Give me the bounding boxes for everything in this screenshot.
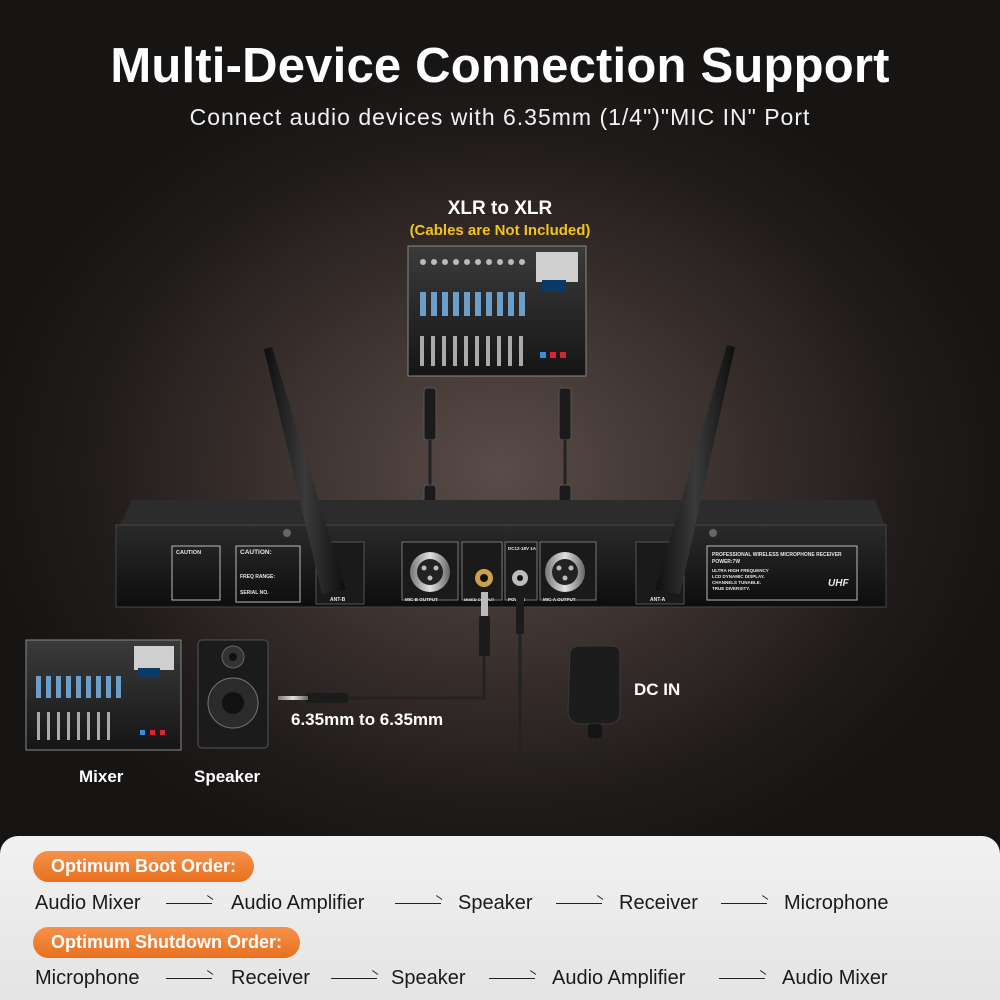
arrow-icon [556, 903, 602, 904]
page-title: Multi-Device Connection Support [110, 39, 890, 93]
spec-line-4: TRUE DIVERSITY. [712, 586, 750, 591]
mixed-output-label: MIXED OUTPUT [464, 597, 495, 602]
arrow-icon [166, 978, 212, 979]
shutdown-step-3: Speaker [391, 967, 466, 989]
caution-title: CAUTION [176, 550, 201, 556]
boot-step-5: Microphone [784, 892, 889, 914]
cables-note: (Cables are Not Included) [409, 222, 591, 239]
page-subtitle: Connect audio devices with 6.35mm (1/4")… [189, 104, 811, 130]
antenna-right [655, 345, 735, 594]
jack-cable-label: 6.35mm to 6.35mm [291, 710, 444, 729]
freq-range-label: FREQ RANGE: [240, 574, 275, 580]
serial-label: SERIAL NO. [240, 590, 269, 596]
spec-line-3: CHANNELS TUNABLE. [712, 580, 761, 585]
mixer-device [25, 639, 182, 751]
boot-order-row: Audio Mixer Audio Amplifier Speaker Rece… [35, 892, 1000, 918]
antenna-left [264, 347, 346, 594]
shutdown-order-title: Optimum Shutdown Order: [33, 927, 300, 958]
shutdown-step-1: Microphone [35, 967, 140, 989]
arrow-icon [395, 903, 441, 904]
mixer-label: Mixer [79, 767, 124, 786]
arrow-icon [489, 978, 535, 979]
arrow-icon [721, 903, 767, 904]
spec-line-1: ULTRA HIGH FREQUENCY [712, 568, 769, 573]
mic-b-output-label: MIC-B OUTPUT [405, 597, 438, 602]
arrow-icon [166, 903, 212, 904]
ant-b-label: ANT-B [330, 597, 346, 603]
shutdown-step-2: Receiver [231, 967, 310, 989]
arrow-icon [719, 978, 765, 979]
speaker-device [197, 639, 269, 749]
shutdown-step-4: Audio Amplifier [552, 967, 686, 989]
boot-step-3: Speaker [458, 892, 533, 914]
ant-a-label: ANT-A [650, 597, 666, 603]
order-panel: Optimum Boot Order: Audio Mixer Audio Am… [0, 836, 1000, 1000]
connection-illustration: CAUTION CAUTION: FREQ RANGE: SERIAL NO. … [25, 245, 887, 767]
dc-spec-label: DC12-18V 1A [508, 546, 537, 551]
spec-power: POWER:7W [712, 559, 740, 565]
power-cable [516, 592, 597, 767]
power-adapter [567, 645, 621, 738]
dc-in-label: DC IN [634, 680, 681, 699]
shutdown-order-row: Microphone Receiver Speaker Audio Amplif… [35, 967, 1000, 993]
xlr-label: XLR to XLR [447, 198, 553, 219]
boot-order-title: Optimum Boot Order: [33, 851, 254, 882]
boot-step-2: Audio Amplifier [231, 892, 365, 914]
boot-step-1: Audio Mixer [35, 892, 141, 914]
caution2-title: CAUTION: [240, 549, 272, 556]
uhf-logo: UHF [828, 578, 849, 589]
top-mixer [407, 245, 587, 377]
arrow-icon [331, 978, 377, 979]
shutdown-step-5: Audio Mixer [782, 967, 888, 989]
spec-line-2: LCD DYNAMIC DISPLAY. [712, 574, 765, 579]
spec-title: PROFESSIONAL WIRELESS MICROPHONE RECEIVE… [712, 552, 842, 558]
mic-a-output-label: MIC-A OUTPUT [543, 597, 576, 602]
boot-step-4: Receiver [619, 892, 698, 914]
jack-cable [278, 592, 490, 703]
speaker-label: Speaker [194, 767, 261, 786]
